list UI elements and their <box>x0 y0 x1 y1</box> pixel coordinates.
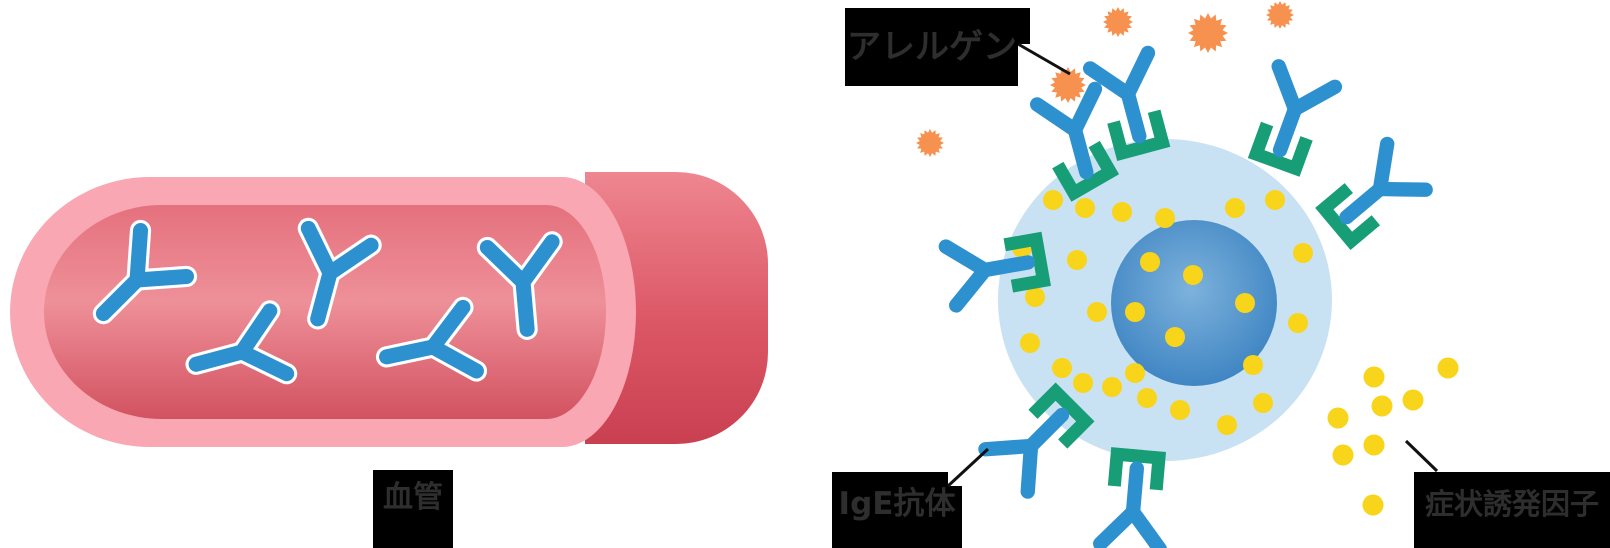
allergen-star <box>1188 13 1228 53</box>
released-granule-dot <box>1327 407 1349 429</box>
allergen-star <box>916 129 944 157</box>
label-allergen-box <box>845 8 1030 86</box>
released-granule-dot <box>1363 434 1385 456</box>
label-allergen-leader-line <box>1017 42 1071 76</box>
granule-dot <box>1225 198 1245 218</box>
released-granule-dot <box>1332 444 1354 466</box>
released-granule-dot <box>1362 494 1384 516</box>
allergen-star <box>1266 1 1294 29</box>
label-allergen: アレルゲン <box>845 8 1071 86</box>
label-ige: IgE抗体 <box>832 447 990 548</box>
allergen-star-bound <box>1050 67 1086 103</box>
label-allergen-text: アレルゲン <box>847 27 1017 67</box>
granule-dot <box>1112 202 1132 222</box>
granule-dot <box>1020 333 1040 353</box>
granule-dot <box>1165 327 1185 347</box>
granule-dot <box>1265 190 1285 210</box>
granule-dot <box>1087 302 1107 322</box>
granule-dot <box>1052 358 1072 378</box>
released-granule-dot <box>1363 366 1385 388</box>
granule-dot <box>1253 393 1273 413</box>
granule-dot <box>1170 400 1190 420</box>
granule-dot <box>1183 265 1203 285</box>
granule-dot <box>1043 190 1063 210</box>
released-granule-dot <box>1371 395 1393 417</box>
label-mediator-box <box>1414 472 1610 548</box>
granule-dot <box>1067 250 1087 270</box>
label-mediator-leader-line <box>1404 439 1439 473</box>
granule-dot <box>1125 363 1145 383</box>
label-mediator: 症状誘発因子 <box>1404 439 1610 548</box>
granule-dot <box>1243 355 1263 375</box>
granule-dot <box>1075 198 1095 218</box>
granule-dot <box>1217 415 1237 435</box>
label-vessel-text: 血管 <box>383 480 443 515</box>
blood-vessel <box>10 172 768 447</box>
labels: アレルゲン 血管 IgE抗体 症状誘発因子 <box>373 8 1610 548</box>
released-granule-dot <box>1437 357 1459 379</box>
released-granule-dot <box>1402 389 1424 411</box>
label-vessel-box <box>373 470 453 548</box>
label-ige-leader-line <box>946 447 990 488</box>
granule-dot <box>1140 252 1160 272</box>
label-vessel: 血管 <box>373 470 453 548</box>
label-ige-text: IgE抗体 <box>839 486 956 522</box>
granule-dot <box>1137 388 1157 408</box>
label-mediator-text: 症状誘発因子 <box>1425 487 1599 521</box>
granule-dot <box>1025 287 1045 307</box>
vessel-front-segment <box>585 172 768 444</box>
mast-cell <box>916 1 1459 548</box>
granule-dot <box>1235 293 1255 313</box>
granule-dot <box>1288 313 1308 333</box>
granule-dot <box>1155 208 1175 228</box>
granule-dot <box>1073 373 1093 393</box>
granule-dot <box>1293 243 1313 263</box>
label-ige-box <box>832 472 962 548</box>
granule-dot <box>1125 302 1145 322</box>
granule-dot <box>1102 377 1122 397</box>
allergen-star <box>1103 7 1133 37</box>
